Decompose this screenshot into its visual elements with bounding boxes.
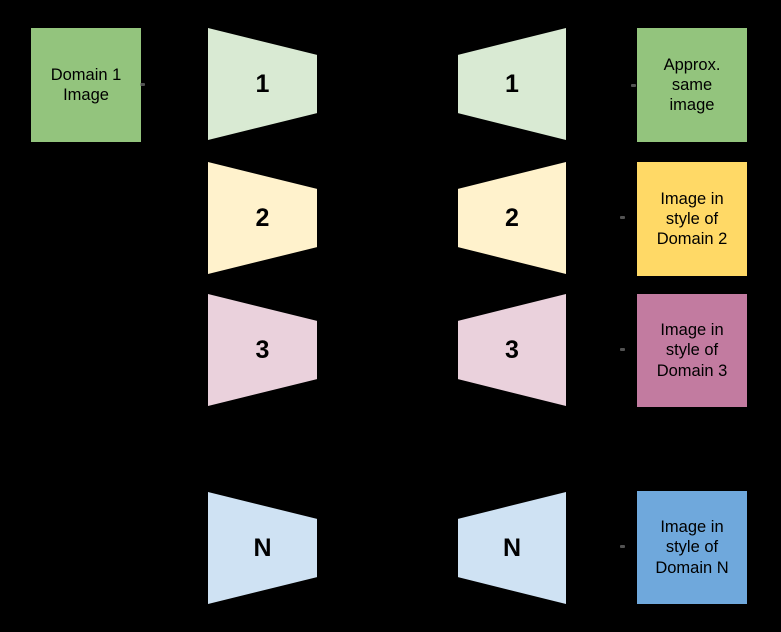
decoder-3-label: 3 — [505, 335, 519, 364]
output-box-3-label: Image in style of Domain 3 — [656, 321, 728, 380]
encoder-trapezoid-1: 1 — [208, 28, 317, 140]
decoder-trapezoid-2: 2 — [458, 162, 566, 274]
decoder-N-label: N — [502, 533, 522, 562]
arrowhead-remnant-icon — [631, 84, 636, 87]
encoder-trapezoid-N: N — [208, 492, 317, 604]
encoder-N-label: N — [253, 533, 272, 562]
encoder-2-label: 2 — [255, 203, 270, 232]
domain1-image-label: Domain 1 Image — [50, 65, 122, 104]
encoder-trapezoid-2: 2 — [208, 162, 317, 274]
output-box-1: Approx. same image — [636, 27, 748, 143]
decoder-trapezoid-1: 1 — [458, 28, 566, 140]
output-box-2: Image in style of Domain 2 — [636, 161, 748, 277]
decoder-trapezoid-N: N — [458, 492, 566, 604]
output-box-3: Image in style of Domain 3 — [636, 293, 748, 408]
decoder-1-label: 1 — [505, 69, 519, 98]
output-box-N: Image in style of Domain N — [636, 490, 748, 605]
output-box-2-label: Image in style of Domain 2 — [656, 189, 728, 249]
domain1-image-box: Domain 1 Image — [30, 27, 142, 143]
output-box-N-label: Image in style of Domain N — [655, 518, 729, 577]
arrowhead-remnant-icon — [620, 348, 625, 351]
arrowhead-remnant-icon — [140, 83, 145, 86]
arrowhead-remnant-icon — [620, 216, 625, 219]
encoder-1-label: 1 — [255, 69, 270, 98]
decoder-trapezoid-3: 3 — [458, 294, 566, 406]
arrowhead-remnant-icon — [620, 545, 625, 548]
output-box-1-label: Approx. same image — [663, 55, 721, 115]
decoder-2-label: 2 — [505, 203, 519, 232]
encoder-3-label: 3 — [255, 335, 270, 364]
encoder-trapezoid-3: 3 — [208, 294, 317, 406]
